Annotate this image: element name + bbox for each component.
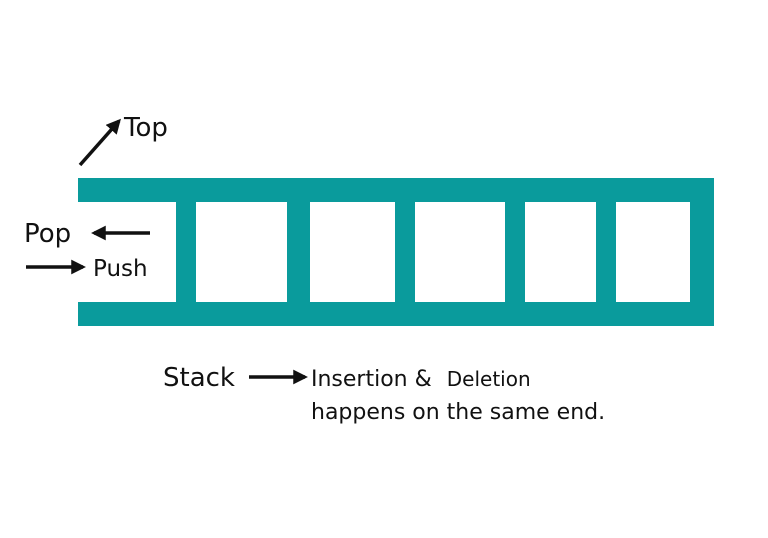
insertion-text: Insertion & bbox=[311, 367, 432, 392]
description-line-2: happens on the same end. bbox=[311, 400, 605, 425]
top-arrow bbox=[78, 118, 121, 167]
stack-label: Stack bbox=[163, 363, 235, 393]
pop-label: Pop bbox=[24, 219, 71, 249]
top-label: Top bbox=[123, 113, 168, 143]
deletion-text: Deletion bbox=[447, 367, 531, 391]
stack-container bbox=[78, 178, 714, 326]
description-line-1: Insertion & Deletion bbox=[311, 367, 531, 392]
push-label: Push bbox=[93, 256, 148, 282]
